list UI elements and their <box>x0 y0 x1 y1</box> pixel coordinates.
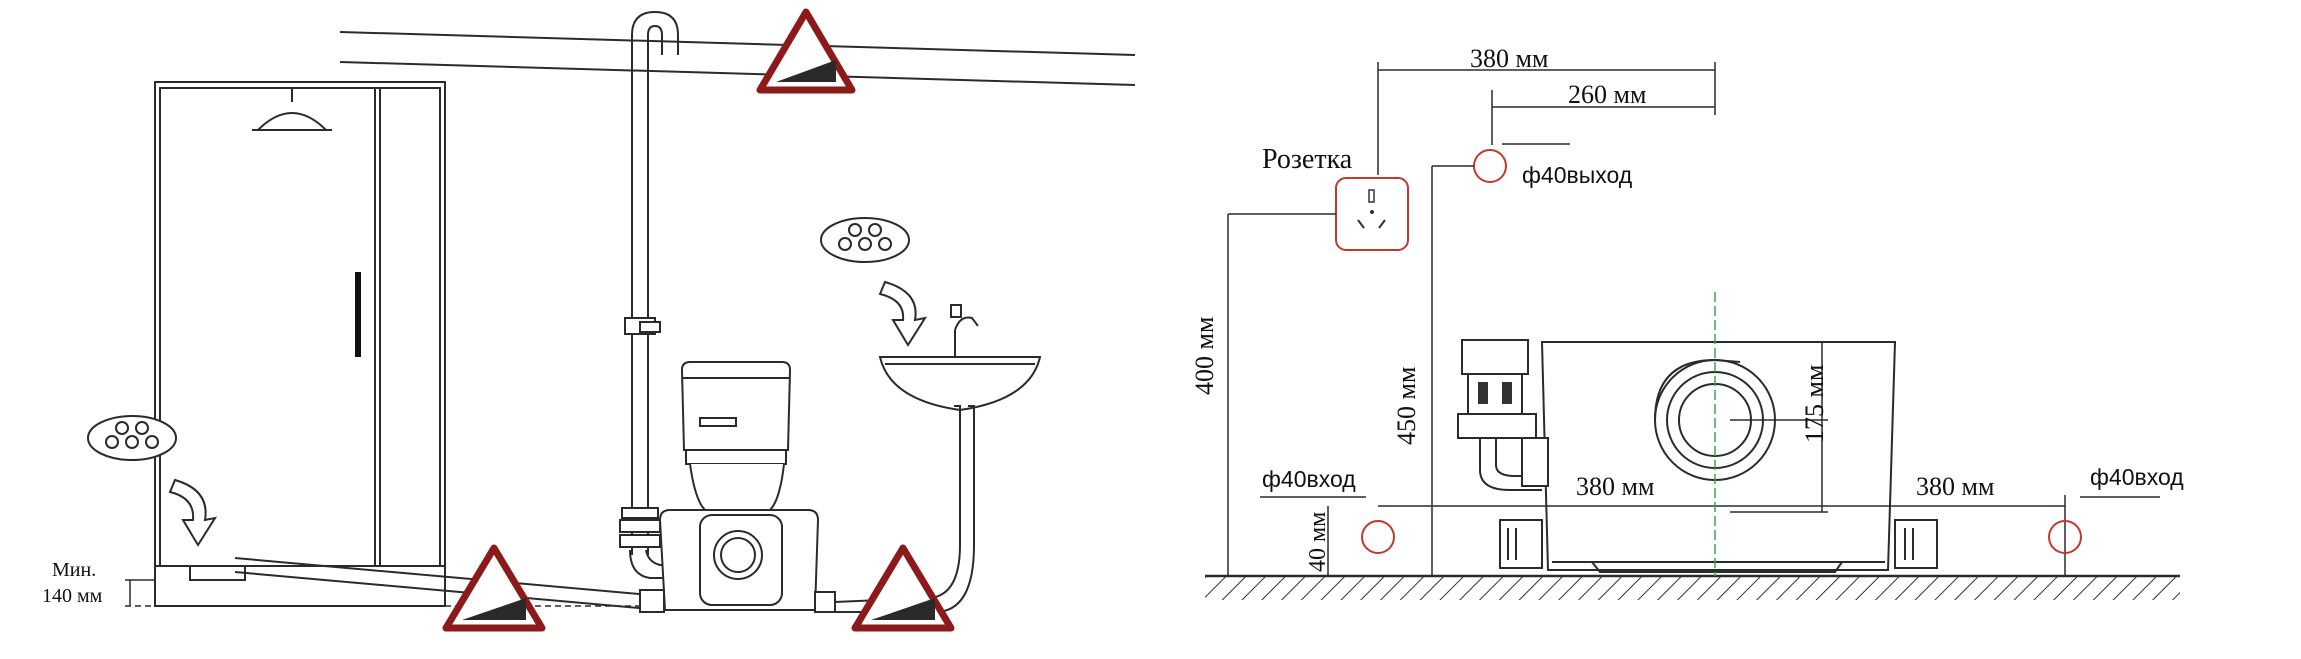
dim-380-right-label: 380 мм <box>1916 472 1995 501</box>
top-dimensions <box>1377 62 1716 175</box>
socket-icon <box>1335 177 1409 251</box>
slope-top-label: >3% <box>793 51 826 68</box>
dim-380-mid-label: 380 мм <box>1576 472 1655 501</box>
drain-grate-icon-shower <box>87 415 177 461</box>
slope-warning-right <box>851 544 955 632</box>
slope-warning-top <box>756 8 856 94</box>
inlet-left-label: ф40вход <box>1262 466 1356 492</box>
slope-right-label: >2% <box>888 587 921 604</box>
height-dimensions <box>1227 165 1474 576</box>
outlet-label: ф40выход <box>1522 162 1633 188</box>
dim-380-top-label: 380 мм <box>1470 44 1549 73</box>
shower-door-handle <box>355 272 361 357</box>
arrow-down-icon-shower <box>168 478 218 547</box>
min-height-dimension <box>125 579 650 607</box>
slope-warning-left <box>442 544 546 632</box>
dim-175 <box>1730 342 1828 513</box>
toilet <box>680 361 792 511</box>
min-value: 140 мм <box>42 585 103 607</box>
shower-head-icon <box>252 88 332 131</box>
dim-450-label: 450 мм <box>1392 366 1421 445</box>
socket-label: Розетка <box>1262 144 1353 175</box>
arrow-down-icon-sink <box>878 280 928 347</box>
min-label: Мин. <box>52 559 97 581</box>
pump-inlet-pipe <box>1457 339 1549 491</box>
horizontal-dims-380 <box>1378 495 2066 576</box>
macerator-pump <box>639 509 836 613</box>
faucet-icon <box>950 304 979 357</box>
vertical-discharge-pipe <box>619 10 679 579</box>
shower-drain-pipe <box>234 557 651 610</box>
ceiling-beam <box>339 31 1136 86</box>
wash-basin <box>834 304 1042 613</box>
drain-grate-icon-sink <box>820 217 910 263</box>
dim-260-label: 260 мм <box>1568 80 1647 109</box>
floor-hatch <box>1205 576 2180 600</box>
pump-side-inlets <box>1499 519 1938 569</box>
left-installation-panel <box>87 10 1136 613</box>
inlet-circle-left <box>1361 520 1395 554</box>
inlet-circle-right <box>2048 520 2082 554</box>
dim-400-label: 400 мм <box>1190 316 1219 395</box>
pump-body-front <box>1540 341 1897 573</box>
slope-left-label: >2% <box>478 587 511 604</box>
outlet-circle <box>1473 149 1507 183</box>
dim-175-label: 175 мм <box>1800 364 1829 443</box>
inlet-right-label: ф40вход <box>2090 464 2184 490</box>
dim-40-label: 40 мм <box>1305 511 1331 572</box>
right-dimension-panel <box>1205 62 2180 600</box>
